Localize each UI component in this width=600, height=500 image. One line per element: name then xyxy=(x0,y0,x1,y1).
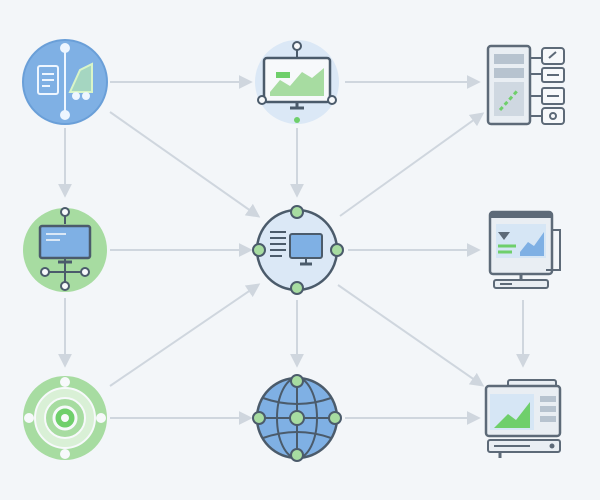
concentric-target-icon xyxy=(24,377,106,459)
hub-connector-dot xyxy=(290,281,304,295)
dashboard-monitor-icon xyxy=(488,210,561,289)
mesh-network-icon xyxy=(252,374,342,462)
workstation-node xyxy=(484,379,562,458)
connector-arrow xyxy=(337,284,485,387)
flow-chart-node xyxy=(22,39,108,125)
connector-arrow xyxy=(109,283,261,387)
workstation-server-icon xyxy=(484,379,562,458)
hub-connector-dot xyxy=(290,205,304,219)
desktop-network-node xyxy=(23,207,107,292)
connector-arrow xyxy=(109,111,261,218)
dashboard-monitor-node xyxy=(488,210,561,289)
target-node xyxy=(23,376,107,460)
monitor-chart-icon xyxy=(257,41,337,123)
server-rack-node xyxy=(486,44,565,126)
document-flow-icon xyxy=(37,43,93,120)
server-rack-icon xyxy=(486,44,565,126)
monitor-chart-node xyxy=(255,40,339,124)
connectors xyxy=(58,75,530,425)
mesh-network-node xyxy=(252,374,342,462)
hub-computer-icon xyxy=(270,231,323,266)
desktop-network-icon xyxy=(38,207,92,291)
hub-connector-dot xyxy=(252,243,266,257)
hub-connector-dot xyxy=(330,243,344,257)
connector-arrow xyxy=(339,112,485,217)
central-hub-node xyxy=(252,205,344,295)
